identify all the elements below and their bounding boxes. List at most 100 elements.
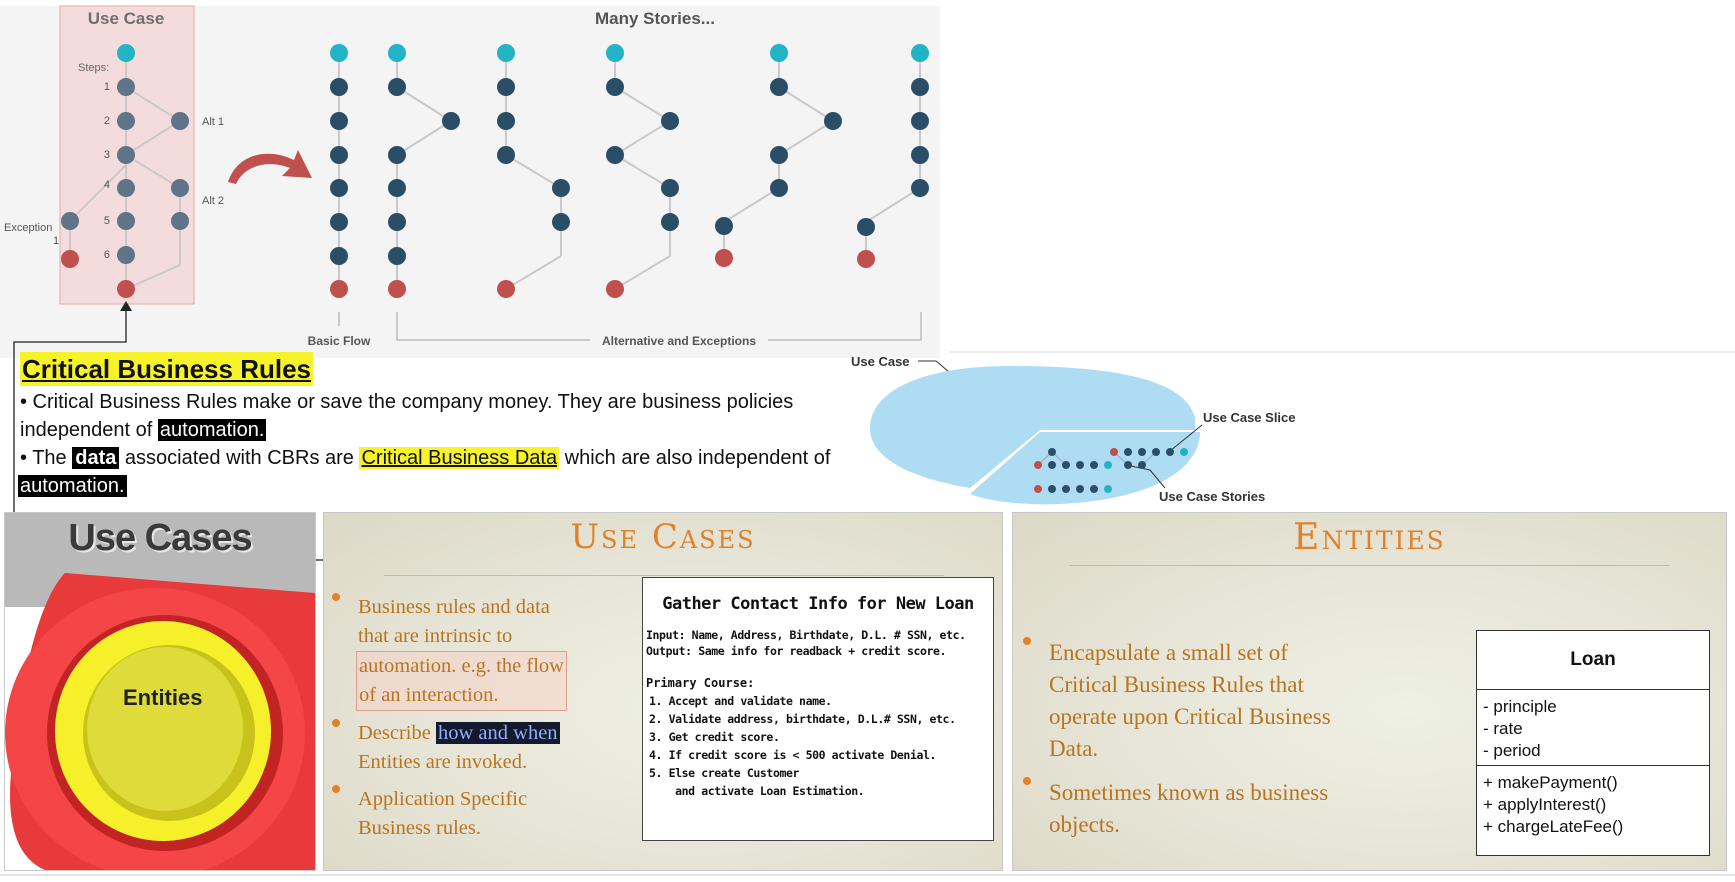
bottom-rule [0, 874, 1735, 876]
flow-edge [778, 86, 834, 122]
card-step: and activate Loan Estimation. [649, 784, 865, 798]
use-cases-slide: Use Cases Business rules and data that a… [323, 512, 1003, 871]
flow-node [770, 179, 788, 197]
flow-node [497, 146, 515, 164]
flow-edge [865, 187, 921, 223]
flow-node [770, 146, 788, 164]
flow-node [117, 44, 135, 62]
flow-node [117, 112, 135, 130]
flow-node [1034, 461, 1042, 469]
flow-node [606, 146, 624, 164]
entities-slide: Entities Encapsulate a small set of Crit… [1012, 512, 1727, 871]
critical-business-data-highlight: Critical Business Data [359, 447, 560, 469]
bullet-3-line-1: Application Specific [358, 788, 528, 810]
flow-node [497, 44, 515, 62]
flow-node [1076, 485, 1084, 493]
flow-edge [396, 120, 452, 156]
ent-bullet-2-line-1: Sometimes known as business [1049, 780, 1329, 805]
bullet-business-objects: Sometimes known as business objects. [1021, 777, 1421, 841]
flow-node [61, 250, 79, 268]
flow-node [606, 280, 624, 298]
data-highlight: data [72, 447, 120, 469]
flow-node [770, 44, 788, 62]
entities-slide-title: Entities [1293, 517, 1446, 558]
flow-edge [69, 164, 127, 222]
flow-edge [614, 255, 671, 290]
flow-node [117, 78, 135, 96]
flow-node [1048, 485, 1056, 493]
cbr-line-3-post: which are also independent of [564, 447, 831, 469]
flow-edge [125, 264, 181, 290]
card-output: Output: Same info for readback + credit … [646, 644, 947, 658]
flow-node [911, 78, 929, 96]
flow-node [388, 146, 406, 164]
flow-node [911, 146, 929, 164]
flow-node [1076, 461, 1084, 469]
bullet-3-line-2: Business rules. [358, 817, 481, 839]
bullet-1-line-4: of an interaction. [359, 684, 499, 706]
ent-bullet-1-line-2: Critical Business Rules that [1049, 672, 1304, 697]
card-step: 3. Get credit score. [649, 730, 780, 744]
flow-node [388, 247, 406, 265]
basic-flow-label: Basic Flow [308, 334, 371, 348]
use-case-blob [870, 366, 1195, 488]
flow-node [330, 247, 348, 265]
how-and-when-highlight: how and when [435, 722, 560, 744]
ent-bullet-1-line-1: Encapsulate a small set of [1049, 640, 1288, 665]
bullet-2-pre: Describe [358, 722, 431, 744]
flow-node [171, 212, 189, 230]
uml-field: - principle [1483, 697, 1557, 716]
flow-node [911, 179, 929, 197]
flow-node [552, 213, 570, 231]
alt1-label: Alt 1 [202, 116, 224, 128]
onion-panel: Use Cases Entities [4, 512, 316, 871]
card-primary-course: Primary Course: [646, 676, 755, 690]
use-cases-bullets: Business rules and data that are intrins… [330, 593, 600, 843]
flow-node [61, 212, 79, 230]
flow-node [824, 112, 842, 130]
alt2-label: Alt 2 [202, 195, 224, 207]
flow-node [388, 44, 406, 62]
bullet-business-rules: Business rules and data that are intrins… [330, 593, 600, 711]
uml-method: + applyInterest() [1483, 795, 1607, 814]
flow-node [715, 249, 733, 267]
flow-node [388, 280, 406, 298]
flow-node [1090, 485, 1098, 493]
flow-edge [505, 255, 562, 290]
exception-number: 1 [53, 235, 59, 247]
flow-node [857, 218, 875, 236]
flow-node [388, 179, 406, 197]
entities-core-label: Entities [123, 685, 203, 710]
alternative-exceptions-label: Alternative and Exceptions [602, 334, 756, 348]
flow-node [330, 280, 348, 298]
uml-methods: + makePayment()+ applyInterest()+ charge… [1477, 766, 1709, 838]
flow-node [330, 146, 348, 164]
card-step: 1. Accept and validate name. [649, 694, 832, 708]
red-arrow-icon [228, 150, 312, 184]
cbr-line-3: • The data associated with CBRs are Crit… [20, 444, 880, 472]
flow-node [442, 112, 460, 130]
uml-class-name: Loan [1477, 631, 1709, 690]
flow-edge [396, 86, 452, 122]
flow-node [171, 179, 189, 197]
onion-graphic [5, 573, 315, 870]
flow-edge [778, 120, 834, 156]
flow-node [117, 146, 135, 164]
flow-node [661, 179, 679, 197]
uml-class-box: Loan - principle- rate- period + makePay… [1476, 630, 1710, 856]
flow-node [1180, 448, 1188, 456]
card-input: Input: Name, Address, Birthdate, D.L. # … [646, 628, 966, 642]
onion-title: Use Cases [68, 517, 252, 559]
flow-node [330, 179, 348, 197]
flow-node [1124, 461, 1132, 469]
flow-node [497, 78, 515, 96]
bullet-1-line-3: automation. e.g. the flow [359, 655, 564, 677]
bullet-1-line-1: Business rules and data [358, 596, 550, 618]
automation-highlight: automation. [157, 419, 267, 441]
flow-node [1062, 485, 1070, 493]
card-title: Gather Contact Info for New Loan [662, 594, 974, 614]
step-number: 6 [104, 249, 110, 261]
flow-node [606, 78, 624, 96]
